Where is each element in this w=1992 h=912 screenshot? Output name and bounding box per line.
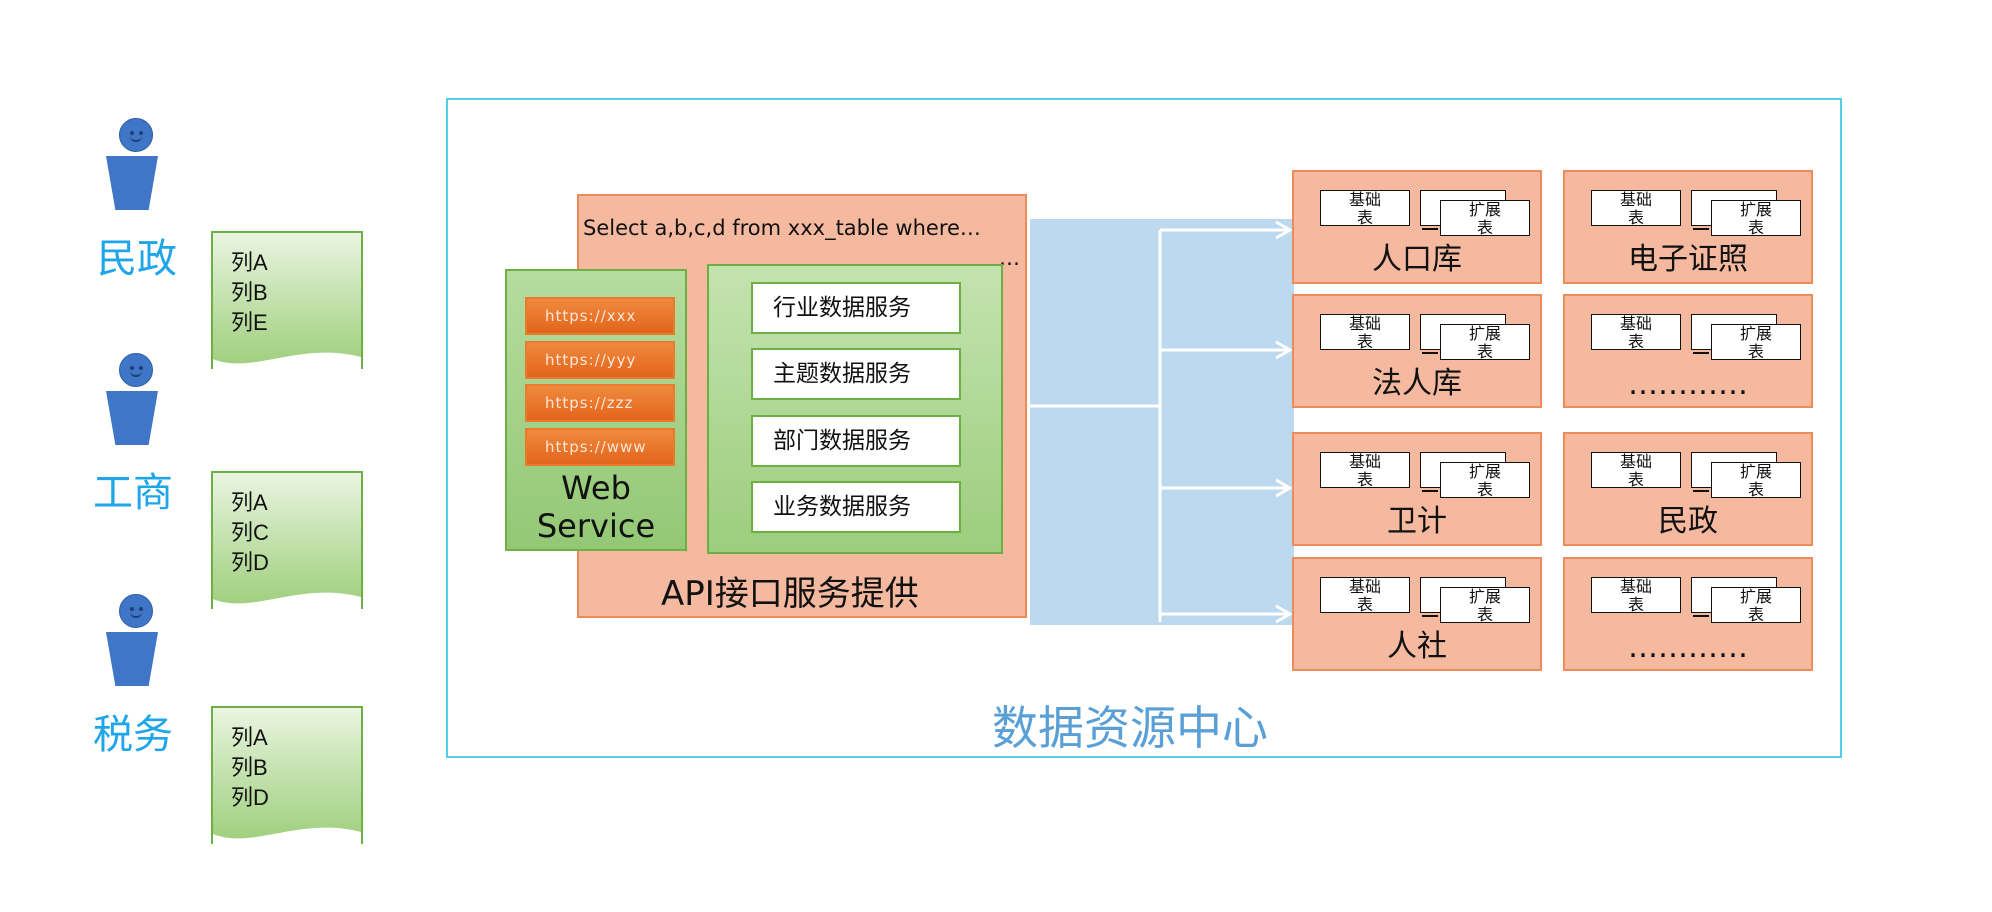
column-item: 列D [231, 785, 269, 810]
web-service-box: https://xxx https://yyy https://zzz http… [505, 269, 687, 551]
extension-table-icon: 扩展表 [1440, 324, 1530, 361]
database-name: 人口库 [1372, 242, 1462, 277]
base-table-icon: 基础表 [1591, 452, 1681, 489]
database-tile[interactable]: 基础表扩展表法人库 [1292, 294, 1542, 408]
column-item: 列A [231, 725, 268, 750]
base-table-icon: 基础表 [1591, 577, 1681, 614]
table-link-line [1422, 228, 1438, 230]
table-link-line [1693, 615, 1709, 617]
base-table-icon: 基础表 [1320, 314, 1410, 351]
base-table-icon: 基础表 [1320, 452, 1410, 489]
column-document: 列A 列C 列D [211, 471, 363, 609]
web-service-label: Service [536, 507, 656, 545]
database-name: 民政 [1658, 504, 1718, 539]
distribution-area [1030, 219, 1294, 625]
table-link-line [1422, 352, 1438, 354]
database-tile[interactable]: 基础表扩展表人口库 [1292, 170, 1542, 284]
database-tile[interactable]: 基础表扩展表 ………… [1563, 294, 1813, 408]
table-link-line [1693, 352, 1709, 354]
user-icon [106, 594, 166, 689]
database-tile[interactable]: 基础表扩展表民政 [1563, 432, 1813, 546]
base-table-icon: 基础表 [1320, 190, 1410, 227]
base-table-icon: 基础表 [1591, 314, 1681, 351]
column-item: 列C [231, 520, 269, 545]
database-name: 卫计 [1387, 504, 1447, 539]
service-item[interactable]: 部门数据服务 [751, 415, 961, 467]
database-tile[interactable]: 基础表扩展表人社 [1292, 557, 1542, 671]
column-document: 列A 列B 列E [211, 231, 363, 369]
service-item[interactable]: 业务数据服务 [751, 481, 961, 533]
extension-table-icon: 扩展表 [1440, 587, 1530, 624]
extension-table-icon: 扩展表 [1440, 462, 1530, 499]
column-document: 列A 列B 列D [211, 706, 363, 844]
column-item: 列A [231, 250, 268, 275]
service-item[interactable]: 行业数据服务 [751, 282, 961, 334]
table-link-line [1693, 490, 1709, 492]
center-title: 数据资源中心 [992, 702, 1268, 754]
service-url[interactable]: https://www [525, 428, 675, 466]
base-table-icon: 基础表 [1320, 577, 1410, 614]
column-item: 列A [231, 490, 268, 515]
service-url[interactable]: https://xxx [525, 297, 675, 335]
distribution-arrows [1028, 220, 1294, 624]
sql-query-text: Select a,b,c,d from xxx_table where… [583, 216, 981, 240]
database-name: 电子证照 [1628, 242, 1748, 277]
web-service-label: Web [561, 469, 631, 507]
service-url[interactable]: https://zzz [525, 384, 675, 422]
user-icon [106, 118, 166, 213]
extension-table-icon: 扩展表 [1711, 324, 1801, 361]
table-link-line [1422, 490, 1438, 492]
database-tile[interactable]: 基础表扩展表卫计 [1292, 432, 1542, 546]
user-label: 民政 [97, 236, 177, 282]
service-url[interactable]: https://yyy [525, 341, 675, 379]
column-item: 列D [231, 550, 269, 575]
extension-table-icon: 扩展表 [1440, 200, 1530, 237]
column-item: 列B [231, 280, 268, 305]
data-services-box: 行业数据服务 主题数据服务 部门数据服务 业务数据服务 [707, 264, 1003, 554]
database-tile[interactable]: 基础表扩展表电子证照 [1563, 170, 1813, 284]
user-icon [106, 353, 166, 448]
database-name: ………… [1628, 630, 1748, 665]
base-table-icon: 基础表 [1591, 190, 1681, 227]
extension-table-icon: 扩展表 [1711, 587, 1801, 624]
table-link-line [1693, 228, 1709, 230]
table-link-line [1422, 615, 1438, 617]
data-resource-center-frame [446, 98, 1842, 758]
column-item: 列E [231, 310, 268, 335]
user-label: 税务 [93, 712, 173, 758]
sql-ellipsis: … [999, 246, 1020, 270]
api-label: API接口服务提供 [661, 574, 919, 614]
database-name: 法人库 [1372, 366, 1462, 401]
column-item: 列B [231, 755, 268, 780]
extension-table-icon: 扩展表 [1711, 200, 1801, 237]
database-name: 人社 [1387, 629, 1447, 664]
user-label: 工商 [93, 470, 173, 516]
database-tile[interactable]: 基础表扩展表 ………… [1563, 557, 1813, 671]
extension-table-icon: 扩展表 [1711, 462, 1801, 499]
service-item[interactable]: 主题数据服务 [751, 348, 961, 400]
database-name: ………… [1628, 367, 1748, 402]
